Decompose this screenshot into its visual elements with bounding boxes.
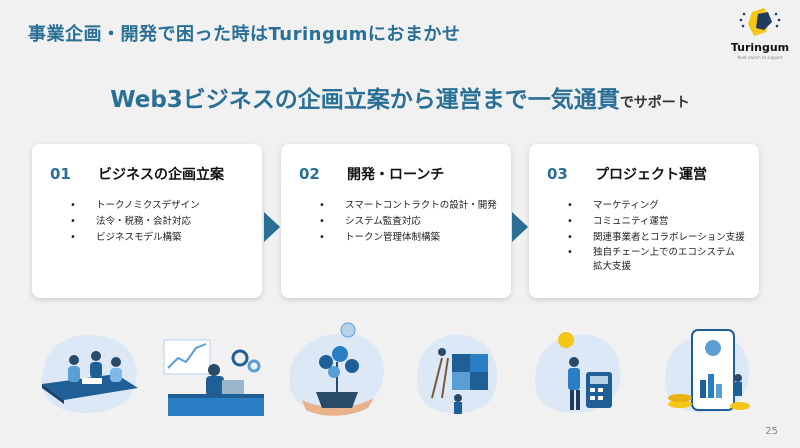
card-number: 01 xyxy=(50,165,71,183)
card-list-item: トークノミクスデザイン xyxy=(70,198,248,214)
card-list-item: 関連事業者とコラボレーション支援 xyxy=(567,230,745,246)
logo-name: Turingum xyxy=(730,41,790,54)
page-number: 25 xyxy=(765,426,778,437)
card-number: 03 xyxy=(547,165,568,183)
main-heading-suffix: でサポート xyxy=(619,95,690,111)
finance-calculator-illustration xyxy=(534,332,621,413)
card-title: 開発・ローンチ xyxy=(347,167,445,183)
card-title: プロジェクト運営 xyxy=(595,167,707,183)
card-list-item: コミュニティ運営 xyxy=(567,214,745,230)
main-heading-text: Web3ビジネスの企画立案から運営まで一気通貫 xyxy=(110,87,620,113)
card-list-item: システム監査対応 xyxy=(319,214,497,230)
service-card-operation: 03 プロジェクト運営 マーケティング コミュニティ運営 関連事業者とコラボレー… xyxy=(529,144,759,298)
card-title: ビジネスの企画立案 xyxy=(98,167,224,183)
team-collaboration-illustration xyxy=(41,335,138,414)
card-list-item: スマートコントラクトの設計・開発 xyxy=(319,198,497,214)
mobile-finance-illustration xyxy=(664,329,750,413)
card-list-item: 法令・税務・会計対応 xyxy=(70,214,248,230)
analyst-desk-illustration xyxy=(163,339,264,416)
service-card-planning: 01 ビジネスの企画立案 トークノミクスデザイン 法令・税務・会計対応 ビジネス… xyxy=(32,144,262,298)
arrow-right-icon xyxy=(512,212,528,242)
turingum-logo: Turingum Next switch to support xyxy=(726,6,794,68)
logo-mark-icon xyxy=(739,8,781,36)
card-list-item: トークン管理体制構築 xyxy=(319,230,497,246)
puzzle-team-illustration xyxy=(416,334,498,414)
card-list-item: ビジネスモデル構築 xyxy=(70,230,248,246)
arrow-right-icon xyxy=(264,212,280,242)
card-number: 02 xyxy=(299,165,320,183)
main-heading: Web3ビジネスの企画立案から運営まで一気通貫でサポート xyxy=(0,80,800,114)
service-card-development: 02 開発・ローンチ スマートコントラクトの設計・開発 システム監査対応 トーク… xyxy=(281,144,511,298)
logo-tagline: Next switch to support xyxy=(737,55,783,60)
page-header-title: 事業企画・開発で困った時はTuringumにおまかせ xyxy=(28,24,461,45)
growing-tree-illustration xyxy=(289,322,384,416)
card-list-item: マーケティング xyxy=(567,198,745,214)
